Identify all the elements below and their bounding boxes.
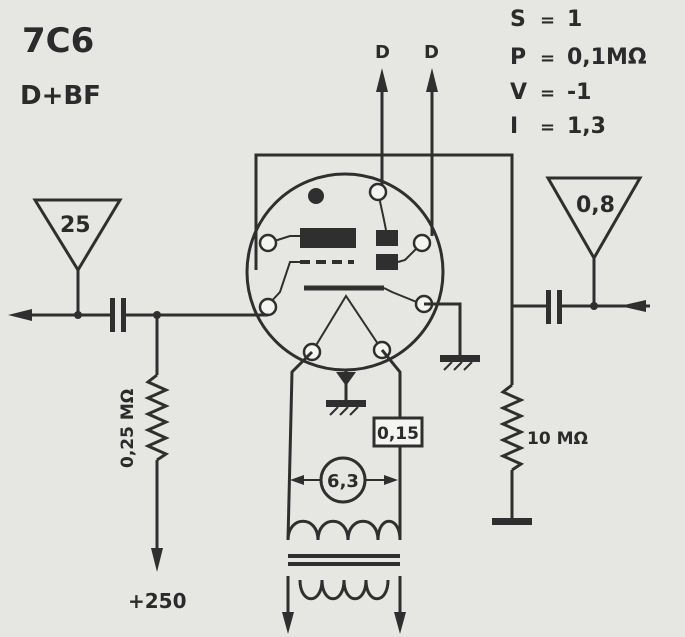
heater-filament xyxy=(311,294,383,353)
internal-lead xyxy=(267,261,300,306)
tube-envelope xyxy=(245,172,445,372)
tube-pin xyxy=(368,182,388,202)
ground-hatch xyxy=(349,406,359,416)
spec-sep: = xyxy=(540,117,555,138)
transformer-secondary xyxy=(298,579,390,601)
spec-key: I xyxy=(510,114,518,139)
index-key-icon xyxy=(308,188,324,204)
tube-function-label: D+BF xyxy=(20,81,101,111)
tube-type-title: 7C6 xyxy=(22,21,94,61)
capacitor-plate xyxy=(557,290,562,324)
heater-current-value: 0,15 xyxy=(377,424,419,444)
ground-hatch xyxy=(453,361,463,371)
ground-icon xyxy=(326,400,366,407)
ground-icon xyxy=(492,518,532,525)
tube-pin xyxy=(258,233,278,253)
spec-sep: = xyxy=(540,48,555,69)
internal-lead xyxy=(383,287,425,306)
spec-key: V xyxy=(510,80,527,105)
ground-icon xyxy=(440,355,480,362)
ground-hatch xyxy=(463,361,473,371)
ground-hatch xyxy=(443,361,453,371)
ground-hatch xyxy=(339,406,349,416)
arrow-right-icon xyxy=(384,475,398,485)
spec-key: P xyxy=(510,45,526,70)
spec-list: S = 1 P = 0,1MΩ V = -1 I = 1,3 xyxy=(510,7,647,139)
heater-lead xyxy=(286,350,314,541)
ground-hatch xyxy=(329,406,339,416)
right-resistor-label: 10 MΩ xyxy=(527,429,588,449)
capacitor-plate xyxy=(121,298,126,332)
shield-icon xyxy=(336,372,356,386)
supply-voltage-label: +250 xyxy=(128,589,187,613)
internal-lead xyxy=(377,191,387,231)
left-resistor-label: 0,25 MΩ xyxy=(118,389,138,468)
heater-voltage-value: 6,3 xyxy=(327,471,359,492)
diode-plate xyxy=(376,254,398,270)
arrow-down-icon xyxy=(282,612,294,634)
right-gain-value: 0,8 xyxy=(576,193,615,218)
top-rail-wire xyxy=(254,153,514,385)
tube-pin xyxy=(412,233,432,253)
electrode-plate xyxy=(300,228,356,248)
spec-value: -1 xyxy=(567,80,591,105)
spec-value: 1 xyxy=(567,7,582,32)
arrow-up-icon xyxy=(426,68,438,92)
output-d-label: D xyxy=(375,42,390,63)
spec-key: S xyxy=(510,7,526,32)
gain-triangle xyxy=(32,198,123,273)
spec-value: 0,1MΩ xyxy=(567,45,647,70)
spec-sep: = xyxy=(540,10,555,31)
arrow-left-icon xyxy=(8,309,32,321)
tube-pin xyxy=(258,297,278,317)
heater-lead xyxy=(380,349,402,540)
heater-current-box xyxy=(372,416,424,448)
arrow-up-icon xyxy=(376,68,388,92)
transformer-primary xyxy=(286,519,402,541)
arrow-down-icon xyxy=(394,612,406,634)
gain-triangle xyxy=(545,176,643,262)
left-gain-value: 25 xyxy=(60,213,91,238)
spec-sep: = xyxy=(540,83,555,104)
diode-plate xyxy=(376,230,398,246)
cathode-wire xyxy=(424,302,462,355)
left-resistor xyxy=(144,373,170,462)
arrow-left-icon xyxy=(290,475,304,485)
spec-value: 1,3 xyxy=(567,114,606,139)
right-resistor xyxy=(499,383,525,472)
arrow-down-icon xyxy=(151,548,163,572)
heater-voltage-badge xyxy=(319,456,367,504)
capacitor-plate xyxy=(110,298,115,332)
junction-dot xyxy=(74,311,82,319)
capacitor-plate xyxy=(546,290,551,324)
arrow-left-icon xyxy=(620,300,646,312)
output-d-label: D xyxy=(424,42,439,63)
